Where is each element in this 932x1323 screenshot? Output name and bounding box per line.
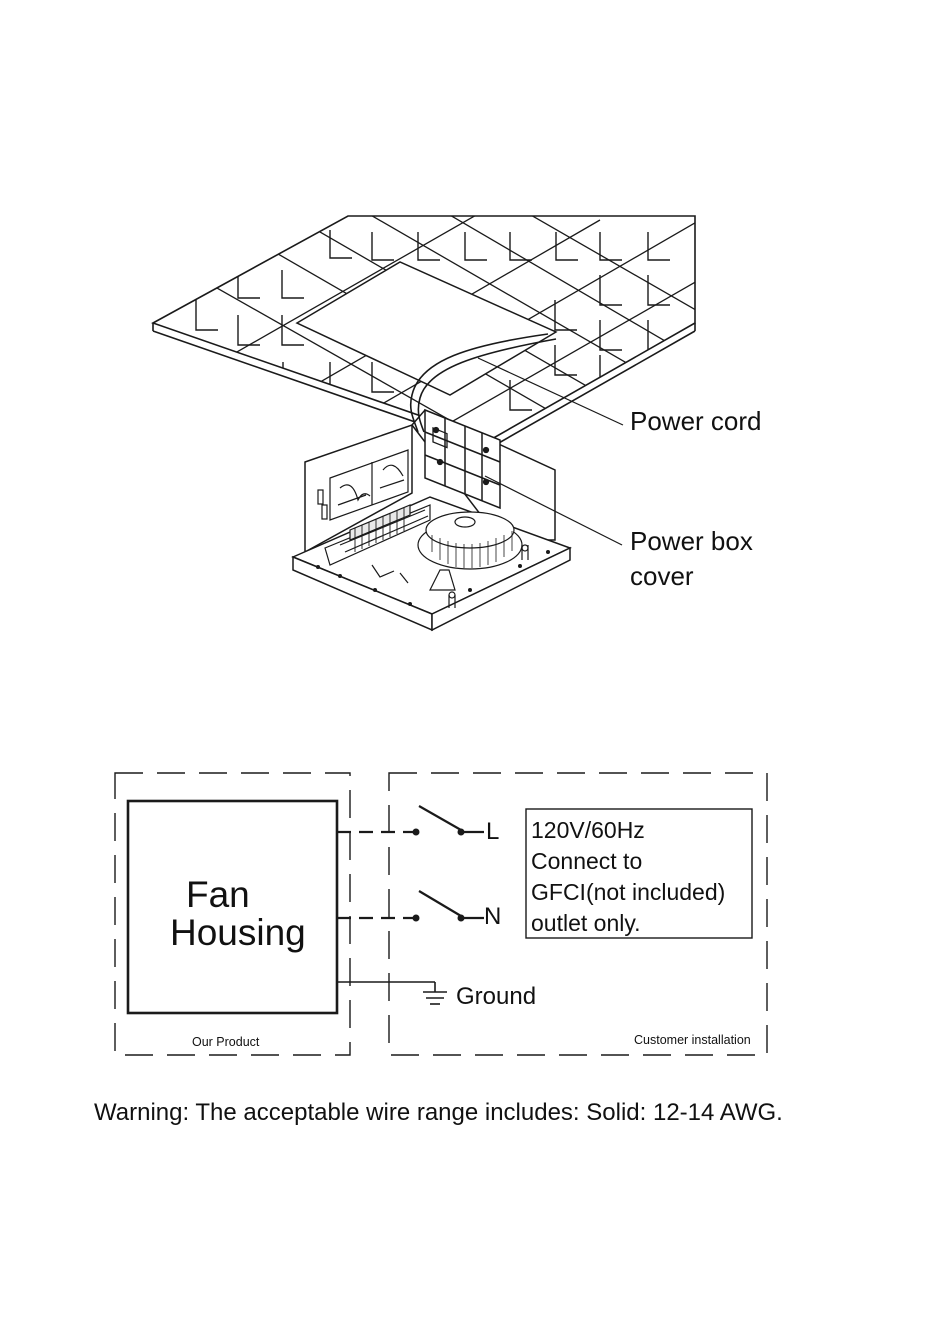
ground-label: Ground	[456, 985, 536, 1009]
neutral-circuit	[337, 891, 484, 922]
terminal-l-label: L	[486, 820, 499, 844]
spec-line-outlet: outlet only.	[531, 908, 641, 939]
our-product-label: Our Product	[192, 1036, 259, 1049]
live-circuit	[337, 806, 484, 836]
fan-housing-label-line1: Fan	[186, 876, 250, 914]
customer-installation-label: Customer installation	[634, 1034, 751, 1047]
spec-line-gfci: GFCI(not included)	[531, 877, 725, 908]
spec-line-connect: Connect to	[531, 846, 642, 877]
ground-circuit	[337, 982, 447, 1004]
wire-range-warning: Warning: The acceptable wire range inclu…	[94, 1101, 783, 1125]
fan-housing-label-line2: Housing	[170, 914, 306, 952]
terminal-n-label: N	[484, 905, 501, 929]
spec-line-voltage: 120V/60Hz	[531, 815, 645, 846]
